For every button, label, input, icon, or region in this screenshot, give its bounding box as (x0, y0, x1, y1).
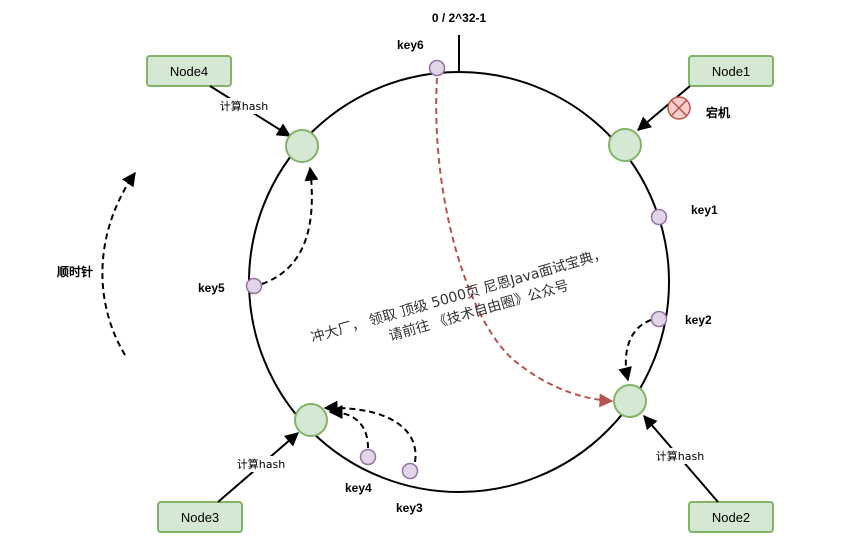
ring-node-node1[interactable] (608, 128, 642, 162)
key6-label: key6 (397, 38, 424, 52)
key-dot-key3[interactable] (401, 462, 419, 480)
key5-label: key5 (198, 281, 225, 295)
node2-label: Node2 (712, 510, 750, 525)
watermark: 冲大厂， 领取 顶级 5000页 尼恩Java面试宝典， 请前往 《技术自由圈》… (309, 246, 609, 346)
hash-label-node3: 计算hash (237, 457, 285, 471)
key3-to-node3-arrow (323, 400, 417, 463)
node-box-node3[interactable]: Node3 (157, 501, 243, 533)
key3-label: key3 (396, 501, 423, 515)
node-box-node1[interactable]: Node1 (688, 55, 774, 87)
ring-node-node2[interactable] (613, 384, 647, 418)
key-dot-key5[interactable] (245, 277, 263, 295)
failure-icon (667, 96, 691, 120)
down-label: 宕机 (706, 105, 730, 120)
node1-label: Node1 (712, 64, 750, 79)
ring-node-node4[interactable] (285, 129, 319, 163)
key-dot-key1[interactable] (650, 208, 668, 226)
key6-migration-arrow (435, 77, 614, 408)
clockwise-label: 顺时针 (57, 264, 93, 279)
key-dot-key6[interactable] (428, 59, 446, 77)
key4-label: key4 (345, 481, 372, 495)
key1-label: key1 (691, 203, 718, 217)
ring-origin-label: 0 / 2^32-1 (432, 11, 487, 25)
clockwise-arrow (101, 171, 136, 356)
node4-label: Node4 (170, 64, 208, 79)
hash-label-node4: 计算hash (220, 99, 268, 113)
node-box-node2[interactable]: Node2 (688, 501, 774, 533)
node3-label: Node3 (181, 510, 219, 525)
key4-to-node3-arrow (328, 405, 369, 449)
hash-label-node2: 计算hash (656, 449, 704, 463)
hash-arrow-node1 (636, 85, 691, 131)
key2-to-node2-arrow (618, 319, 652, 382)
key-dot-key4[interactable] (359, 448, 377, 466)
key-dot-key2[interactable] (650, 310, 668, 328)
node-box-node4[interactable]: Node4 (146, 55, 232, 87)
key2-label: key2 (685, 313, 712, 327)
ring-node-node3[interactable] (294, 403, 328, 437)
key5-to-node4-arrow (261, 166, 319, 285)
